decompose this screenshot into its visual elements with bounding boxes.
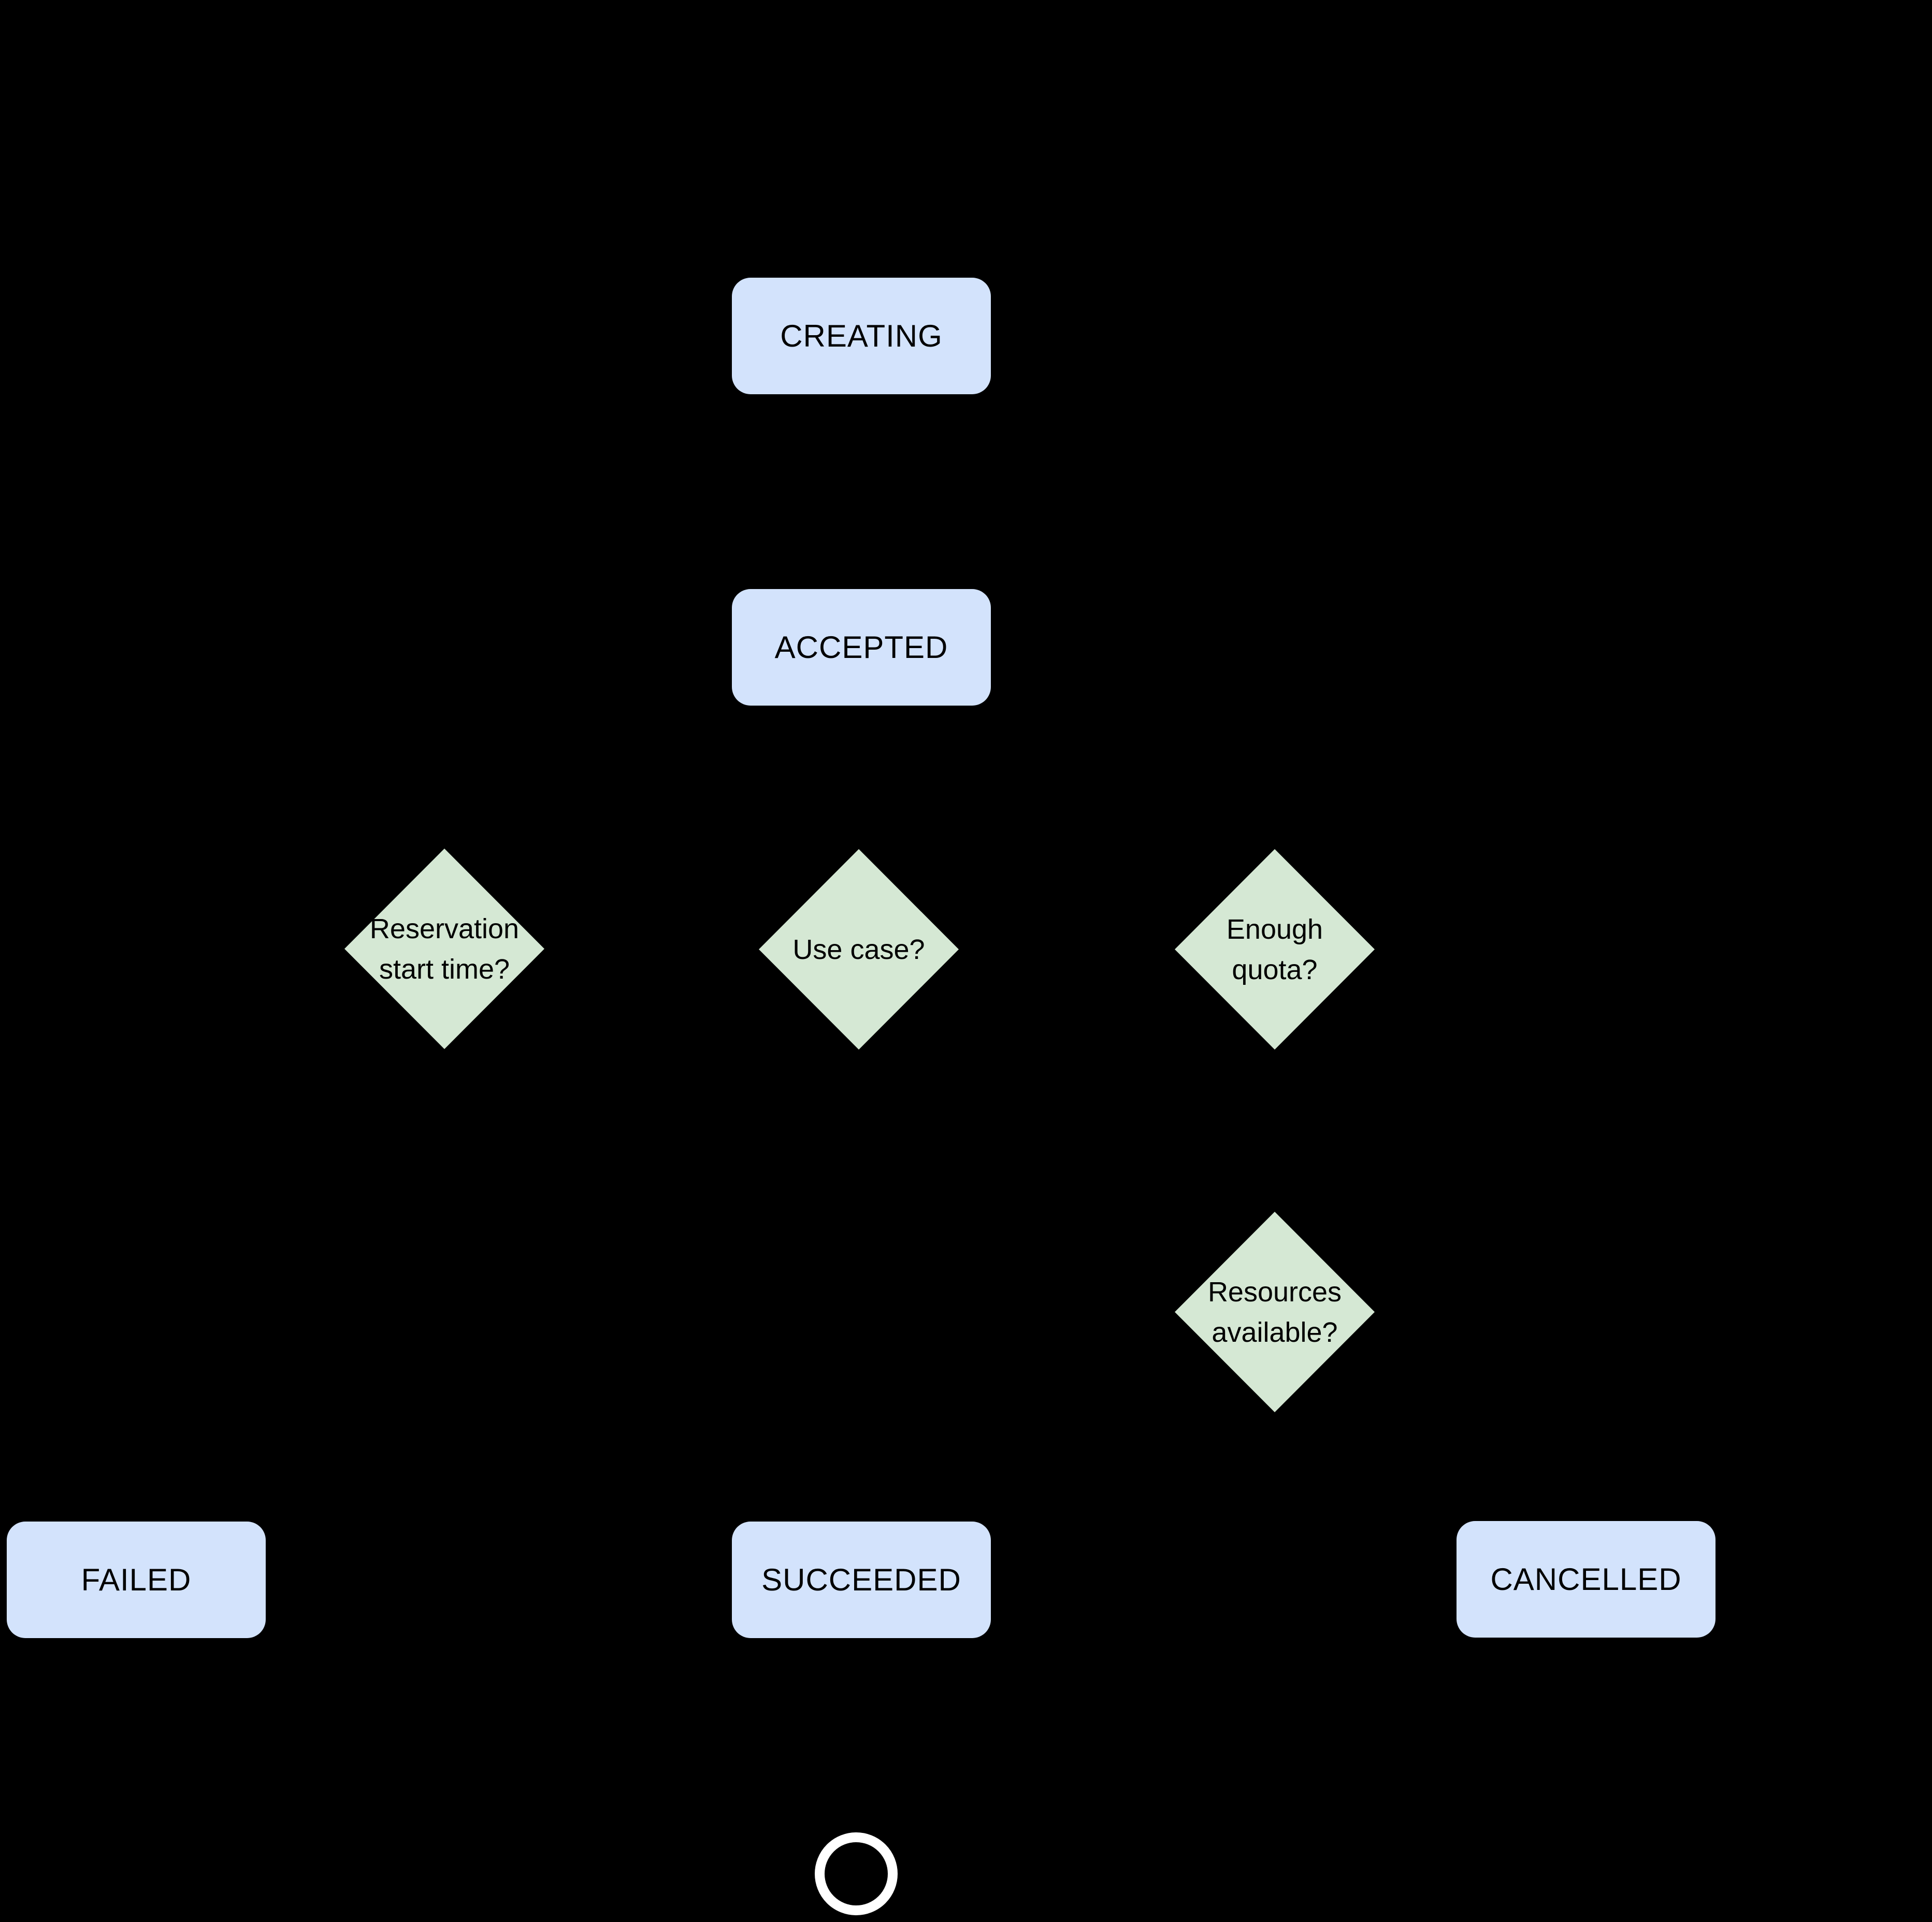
decision-label-line: Enough [1226,913,1323,945]
state-cancelled: CANCELLED [1457,1521,1715,1638]
decision-label-line: start time? [379,953,510,985]
state-succeeded: SUCCEEDED [732,1522,991,1638]
final-state-ring-icon [815,1832,898,1915]
state-accepted-label: ACCEPTED [774,630,948,665]
decision-label-line: Use case? [792,934,925,965]
state-cancelled-label: CANCELLED [1490,1562,1682,1597]
state-accepted: ACCEPTED [732,589,991,706]
decision-enough-quota-label: Enough quota? [1175,849,1375,1050]
diamond-shape-icon [759,849,959,1050]
state-failed: FAILED [7,1522,266,1638]
decision-label-line: Reservation [369,913,520,944]
decision-use-case-label: Use case? [759,849,959,1050]
state-creating-label: CREATING [780,319,943,353]
decision-label-line: Resources [1207,1276,1342,1308]
decision-reservation-start-time-label: Reservation start time? [344,849,544,1049]
diamond-shape-icon [1175,849,1375,1050]
decision-resources-available: Resources available? [1175,1212,1375,1412]
state-succeeded-label: SUCCEEDED [761,1562,961,1597]
state-failed-label: FAILED [81,1562,192,1597]
decision-use-case: Use case? [759,849,959,1050]
diamond-shape-icon [344,849,544,1049]
decision-reservation-start-time: Reservation start time? [344,849,544,1049]
decision-enough-quota: Enough quota? [1175,849,1375,1050]
decision-resources-available-label: Resources available? [1175,1212,1375,1412]
state-creating: CREATING [732,278,991,394]
decision-label-line: quota? [1232,954,1318,985]
decision-label-line: available? [1212,1316,1338,1348]
diamond-shape-icon [1175,1212,1375,1412]
